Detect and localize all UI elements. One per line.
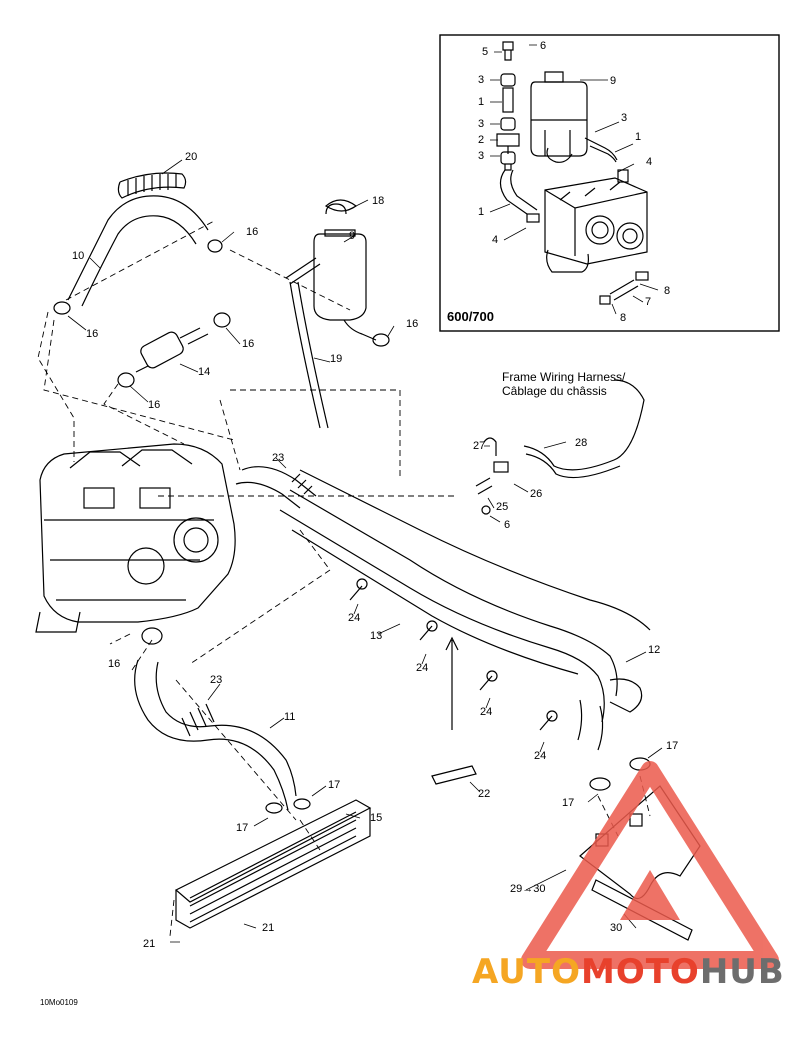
callout-23b: 23 xyxy=(210,674,223,686)
callout-25: 25 xyxy=(496,501,509,513)
pad-22 xyxy=(431,765,477,785)
inset-hose-1 xyxy=(499,169,538,215)
hose-23-11 xyxy=(134,659,297,811)
callout-24b: 24 xyxy=(416,662,429,674)
harness-label-line2: Câblage du châssis xyxy=(502,384,607,398)
inset-clamp-3 xyxy=(526,213,540,223)
heat-exchanger-15 xyxy=(174,799,372,929)
callout-17d: 17 xyxy=(562,797,575,809)
inset-callout-1b: 1 xyxy=(635,131,642,143)
sensor-25-28 xyxy=(475,379,645,515)
inset-carburetor xyxy=(544,169,648,273)
callout-30: 30 xyxy=(610,922,623,934)
callout-16a: 16 xyxy=(246,226,259,238)
inset-callout-2: 2 xyxy=(478,134,485,146)
callout-21a: 21 xyxy=(262,922,275,934)
inset-frame xyxy=(439,34,780,332)
watermark-moto: MOTO xyxy=(580,952,700,992)
hose-10 xyxy=(67,195,209,307)
inset-callout-1a: 1 xyxy=(478,96,485,108)
callout-17c: 17 xyxy=(236,822,249,834)
callout-19: 19 xyxy=(330,353,343,365)
corrugated-hose-20 xyxy=(117,172,187,199)
callout-16c: 16 xyxy=(242,338,255,350)
watermark-hub: HUB xyxy=(699,952,785,992)
callout-22: 22 xyxy=(478,788,491,800)
callout-16d: 16 xyxy=(406,318,419,330)
inset-callout-5: 5 xyxy=(482,46,489,58)
inset-callout-1c: 1 xyxy=(478,206,485,218)
engine-block xyxy=(35,443,236,633)
arrow-up xyxy=(445,636,459,730)
watermark-text: AUTOMOTOHUB xyxy=(472,952,785,992)
clips-24 xyxy=(349,578,558,731)
inset-callout-6: 6 xyxy=(540,40,547,52)
inset-fitting-stack xyxy=(496,41,520,171)
clamps-17 xyxy=(265,757,651,814)
inset-callout-8b: 8 xyxy=(620,312,627,324)
callout-26: 26 xyxy=(530,488,543,500)
inset-callout-3a: 3 xyxy=(478,74,485,86)
inset-reservoir xyxy=(530,71,588,163)
callout-28: 28 xyxy=(575,437,588,449)
inset-callout-9: 9 xyxy=(610,75,617,87)
inset-callout-7: 7 xyxy=(645,296,652,308)
callout-16f: 16 xyxy=(108,658,121,670)
reference-code: 10Mo0109 xyxy=(40,998,78,1007)
harness-label-line1: Frame Wiring Harness/ xyxy=(502,370,626,384)
inset-clamp-2 xyxy=(599,295,611,305)
inset-callout-8a: 8 xyxy=(664,285,671,297)
inset-callout-3c: 3 xyxy=(478,150,485,162)
harness-label: Frame Wiring Harness/ Câblage du châssis xyxy=(502,370,625,398)
connector-lines xyxy=(37,219,651,937)
tube-19 xyxy=(285,257,329,429)
callout-16b: 16 xyxy=(86,328,99,340)
callout-16e: 16 xyxy=(148,399,161,411)
callout-29-30: 29→30 xyxy=(510,883,546,895)
fitting-14 xyxy=(135,327,209,373)
callout-27: 27 xyxy=(473,440,486,452)
callout-17a: 17 xyxy=(666,740,679,752)
callout-23a: 23 xyxy=(272,452,285,464)
callout-12: 12 xyxy=(648,644,661,656)
callout-21b: 21 xyxy=(143,938,156,950)
callout-6: 6 xyxy=(504,519,511,531)
inset-callout-3d: 3 xyxy=(621,112,628,124)
callout-24d: 24 xyxy=(534,750,547,762)
inset-title: 600/700 xyxy=(447,309,494,324)
inset-hose-3 xyxy=(609,279,639,301)
clamps-16 xyxy=(53,239,390,645)
callout-11: 11 xyxy=(284,711,296,723)
reservoir-9 xyxy=(313,203,377,341)
callout-24c: 24 xyxy=(480,706,493,718)
callout-18: 18 xyxy=(372,195,385,207)
callout-14: 14 xyxy=(198,366,211,378)
hose-23-upper xyxy=(235,466,317,509)
watermark-auto: AUTO xyxy=(472,952,581,992)
callout-10: 10 xyxy=(72,250,85,262)
callout-24a: 24 xyxy=(348,612,361,624)
inset-callout-4a: 4 xyxy=(646,156,653,168)
inset-callout-3b: 3 xyxy=(478,118,485,130)
hose-13-12 xyxy=(279,469,651,751)
inset-hose-2 xyxy=(584,137,618,163)
callout-9: 9 xyxy=(349,230,356,242)
callout-13: 13 xyxy=(370,630,383,642)
callout-15: 15 xyxy=(370,812,383,824)
callout-17b: 17 xyxy=(328,779,341,791)
watermark-logo xyxy=(521,761,779,969)
callout-20: 20 xyxy=(185,151,198,163)
inset-clamp-1 xyxy=(635,271,649,281)
inset-callout-4b: 4 xyxy=(492,234,499,246)
